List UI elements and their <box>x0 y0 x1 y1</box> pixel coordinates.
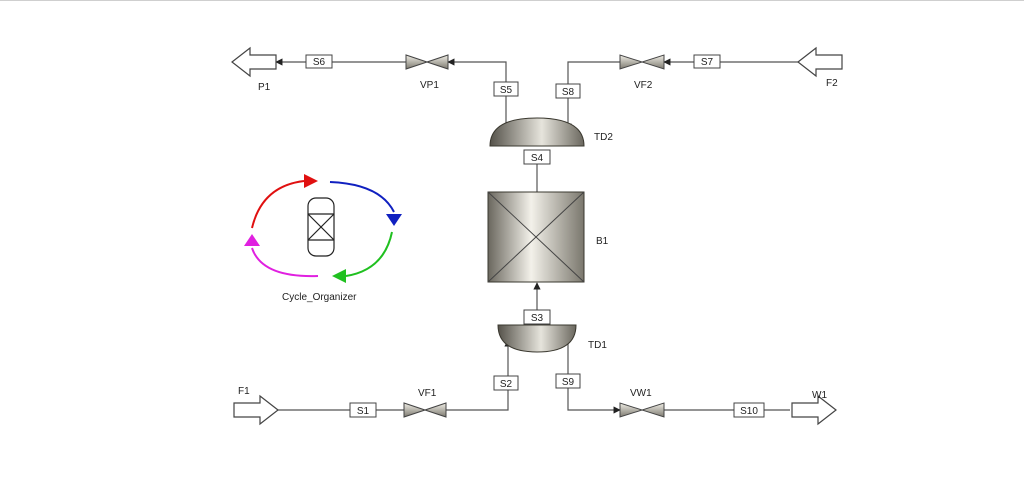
cycle-arrowhead-blue-icon <box>386 214 402 226</box>
stream-line-s8[interactable] <box>564 61 620 131</box>
port-f1-label: F1 <box>238 386 250 397</box>
valve-vf1-label: VF1 <box>418 388 437 399</box>
stream-line-s9[interactable] <box>567 340 621 414</box>
valve-vw1-label: VW1 <box>630 388 652 399</box>
port-p1-arrow-icon[interactable] <box>231 46 277 78</box>
vessel-td2-label: TD2 <box>594 132 613 143</box>
port-f2-label: F2 <box>826 78 838 89</box>
valve-vf2-icon[interactable] <box>619 54 665 70</box>
cycle-organizer[interactable] <box>244 174 402 283</box>
svg-text:S7: S7 <box>701 57 714 68</box>
svg-text:S1: S1 <box>357 406 370 417</box>
cycle-arc-blue <box>329 181 395 213</box>
vessel-td2[interactable] <box>489 117 585 147</box>
stream-tag-s8[interactable]: S8 <box>555 83 581 99</box>
port-f2-arrow-icon[interactable] <box>797 46 843 78</box>
valve-vp1-icon[interactable] <box>405 54 449 70</box>
svg-text:S6: S6 <box>313 57 326 68</box>
svg-text:S10: S10 <box>740 406 758 417</box>
port-f1-arrow-icon[interactable] <box>233 394 279 426</box>
cycle-arc-magenta <box>251 247 319 278</box>
stream-tag-s5[interactable]: S5 <box>493 81 519 97</box>
port-p1-label: P1 <box>258 82 271 93</box>
vessel-td1-label: TD1 <box>588 340 607 351</box>
stream-tag-s2[interactable]: S2 <box>493 375 519 391</box>
stream-tag-s10[interactable]: S10 <box>733 402 765 418</box>
bed-b1[interactable] <box>487 191 585 283</box>
svg-text:S5: S5 <box>500 85 513 96</box>
port-w1-label: W1 <box>812 390 827 401</box>
cycle-arrowhead-magenta-icon <box>244 234 260 246</box>
stream-tag-s1[interactable]: S1 <box>349 402 377 418</box>
column-icon <box>307 197 335 257</box>
stream-tag-s7[interactable]: S7 <box>693 54 721 69</box>
top-border <box>0 0 1024 1</box>
stream-tag-s4[interactable]: S4 <box>523 149 551 165</box>
valve-vw1-icon[interactable] <box>619 402 665 418</box>
cycle-arrowhead-green-icon <box>332 269 346 283</box>
valve-vf2-label: VF2 <box>634 80 653 91</box>
vessel-td1[interactable] <box>497 324 577 353</box>
svg-text:S8: S8 <box>562 87 575 98</box>
cycle-organizer-label: Cycle_Organizer <box>282 292 357 303</box>
valve-vf1-icon[interactable] <box>403 402 447 418</box>
svg-text:S2: S2 <box>500 379 513 390</box>
cycle-arrowhead-red-icon <box>304 174 318 188</box>
svg-text:S4: S4 <box>531 153 544 164</box>
port-w1-arrow-icon[interactable] <box>791 394 837 426</box>
valve-vp1-label: VP1 <box>420 80 439 91</box>
stream-tag-s6[interactable]: S6 <box>305 54 333 69</box>
cycle-arc-green <box>345 231 393 277</box>
svg-text:S3: S3 <box>531 313 544 324</box>
bed-b1-label: B1 <box>596 236 609 247</box>
stream-tag-s3[interactable]: S3 <box>523 309 551 325</box>
stream-line-s5[interactable] <box>447 58 507 128</box>
cycle-arc-red <box>251 180 305 229</box>
stream-line-s2[interactable] <box>446 339 512 411</box>
svg-text:S9: S9 <box>562 377 575 388</box>
stream-tag-s9[interactable]: S9 <box>555 373 581 389</box>
